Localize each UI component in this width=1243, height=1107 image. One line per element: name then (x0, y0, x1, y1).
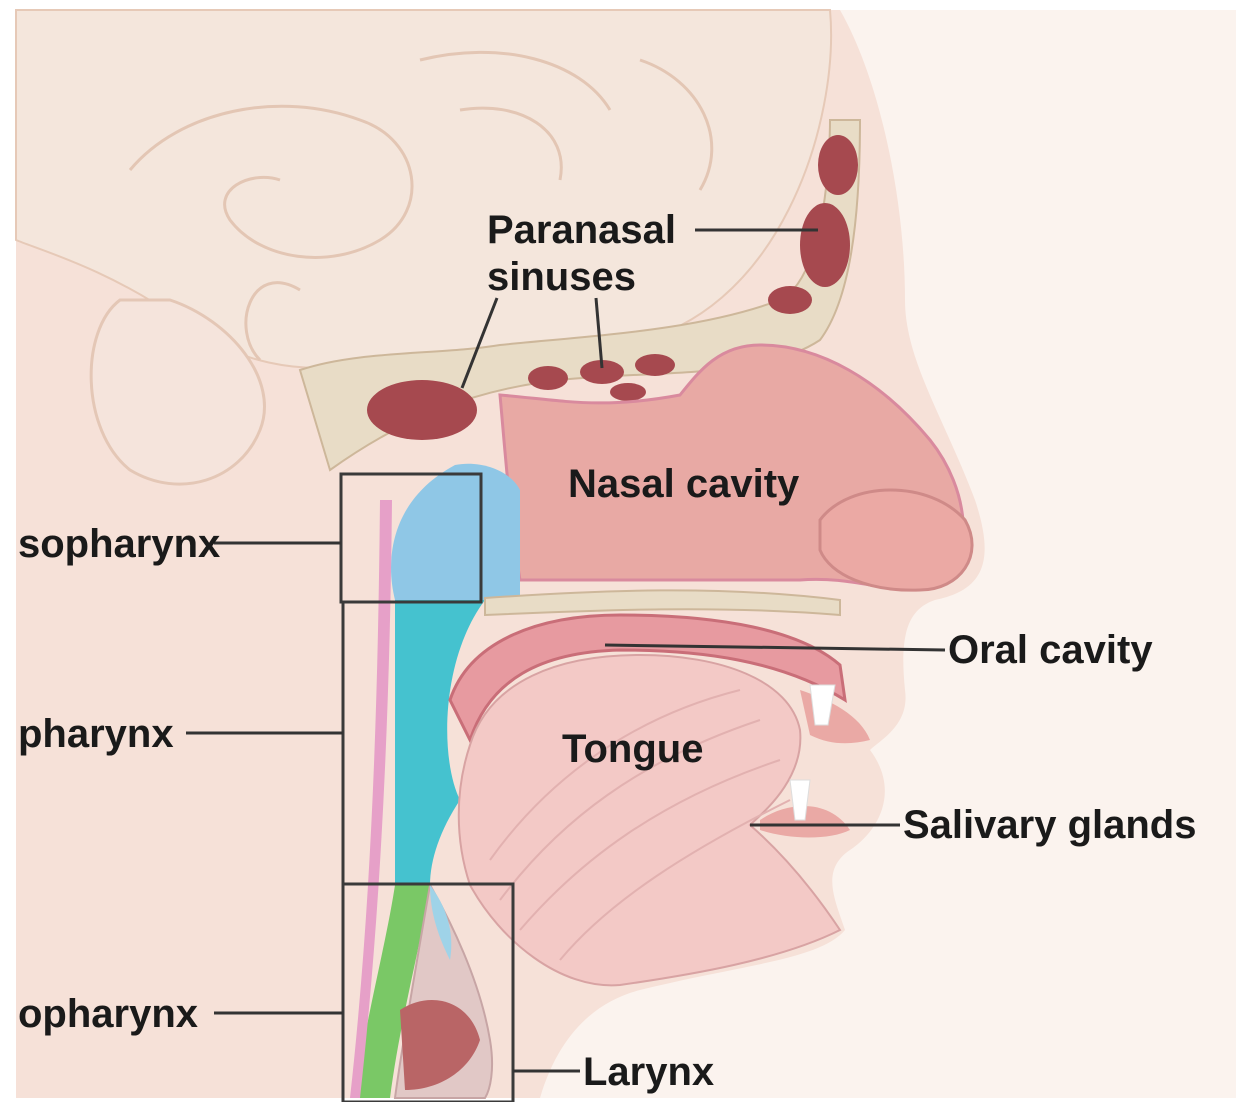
ethmoid-sinus-4 (610, 383, 646, 401)
frontal-sinus-1 (818, 135, 858, 195)
label-paranasal-line2: sinuses (487, 255, 636, 299)
label-salivary-glands: Salivary glands (903, 803, 1196, 847)
frontal-sinus-2 (800, 203, 850, 287)
nose-tip (820, 490, 972, 590)
label-oropharynx: pharynx (18, 712, 174, 756)
ethmoid-sinus-3 (635, 354, 675, 376)
label-hypopharynx: opharynx (18, 992, 198, 1036)
label-nasal-cavity: Nasal cavity (568, 462, 800, 506)
label-larynx: Larynx (583, 1050, 714, 1094)
label-tongue: Tongue (562, 727, 703, 771)
sphenoid-sinus (367, 380, 477, 440)
label-oral-cavity: Oral cavity (948, 628, 1153, 672)
label-paranasal-line1: Paranasal (487, 208, 676, 252)
ethmoid-sinus-1 (528, 366, 568, 390)
frontal-sinus-3 (768, 286, 812, 314)
label-nasopharynx: sopharynx (18, 522, 220, 566)
